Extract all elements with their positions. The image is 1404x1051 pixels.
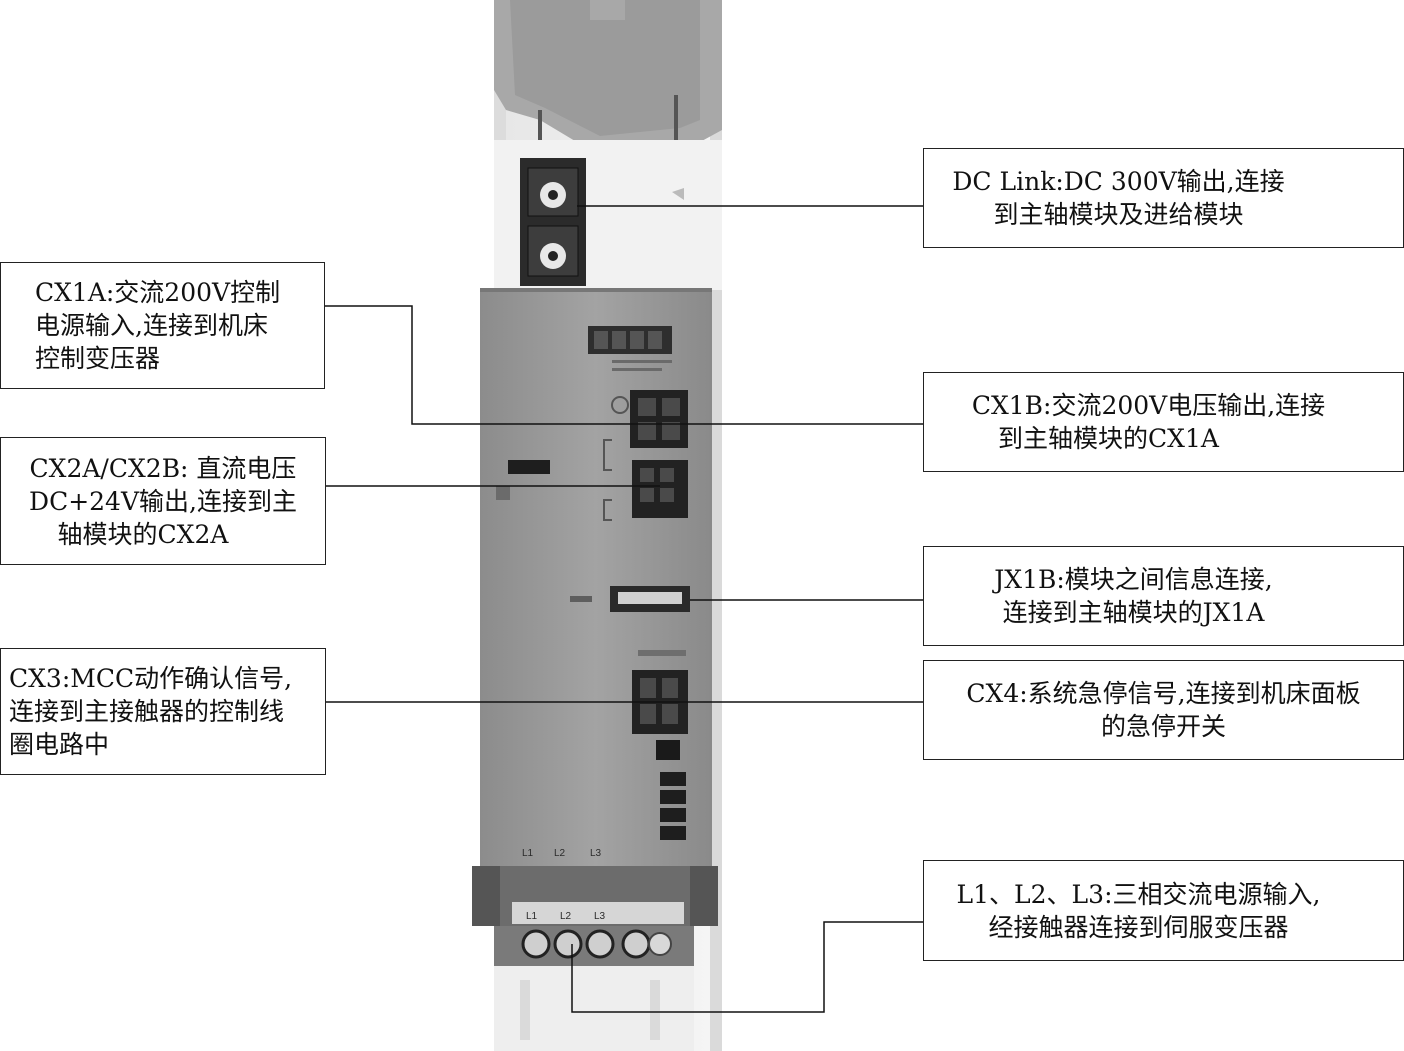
callout-cx2-line-1: CX2A/CX2B: 直流电压 bbox=[30, 452, 297, 485]
callout-jx1b-line-1: JX1B:模块之间信息连接, bbox=[994, 563, 1272, 596]
callout-cx3-line-1: CX3:MCC动作确认信号, bbox=[9, 662, 325, 695]
callout-cx1b-line-1: CX1B:交流200V电压输出,连接 bbox=[972, 389, 1325, 422]
callout-l123-line-1: L1、L2、L3:三相交流电源输入, bbox=[957, 878, 1321, 911]
callout-dc-link: DC Link:DC 300V输出,连接 到主轴模块及进给模块 bbox=[923, 148, 1404, 248]
callout-cx1a: CX1A:交流200V控制 电源输入,连接到机床 控制变压器 bbox=[0, 262, 325, 389]
leader-cx1a bbox=[324, 306, 660, 424]
callout-cx2: CX2A/CX2B: 直流电压 DC+24V输出,连接到主 轴模块的CX2A bbox=[0, 437, 326, 565]
callout-cx4-line-2: 的急停开关 bbox=[1101, 710, 1226, 743]
callout-cx1b-line-2: 到主轴模块的CX1A bbox=[998, 422, 1219, 455]
callout-cx1a-line-1: CX1A:交流200V控制 bbox=[35, 276, 324, 309]
callout-cx2-line-3: 轴模块的CX2A bbox=[58, 518, 229, 551]
callout-cx2-line-2: DC+24V输出,连接到主 bbox=[29, 485, 297, 518]
callout-jx1b-line-2: 连接到主轴模块的JX1A bbox=[1003, 596, 1265, 629]
callout-l123: L1、L2、L3:三相交流电源输入, 经接触器连接到伺服变压器 bbox=[923, 860, 1404, 961]
callout-cx3: CX3:MCC动作确认信号, 连接到主接触器的控制线 圈电路中 bbox=[0, 648, 326, 775]
callout-dc-link-line-1: DC Link:DC 300V输出,连接 bbox=[952, 165, 1284, 198]
callout-l123-line-2: 经接触器连接到伺服变压器 bbox=[988, 911, 1288, 944]
leader-l123 bbox=[572, 922, 924, 1012]
callout-cx4: CX4:系统急停信号,连接到机床面板 的急停开关 bbox=[923, 660, 1404, 760]
callout-cx4-line-1: CX4:系统急停信号,连接到机床面板 bbox=[966, 677, 1360, 710]
callout-cx1a-line-2: 电源输入,连接到机床 bbox=[35, 309, 324, 342]
callout-cx3-line-2: 连接到主接触器的控制线 bbox=[9, 695, 325, 728]
callout-cx1b: CX1B:交流200V电压输出,连接 到主轴模块的CX1A bbox=[923, 372, 1404, 472]
callout-cx3-line-3: 圈电路中 bbox=[9, 728, 325, 761]
callout-cx1a-line-3: 控制变压器 bbox=[35, 342, 324, 375]
callout-dc-link-line-2: 到主轴模块及进给模块 bbox=[993, 198, 1243, 231]
callout-jx1b: JX1B:模块之间信息连接, 连接到主轴模块的JX1A bbox=[923, 546, 1404, 646]
